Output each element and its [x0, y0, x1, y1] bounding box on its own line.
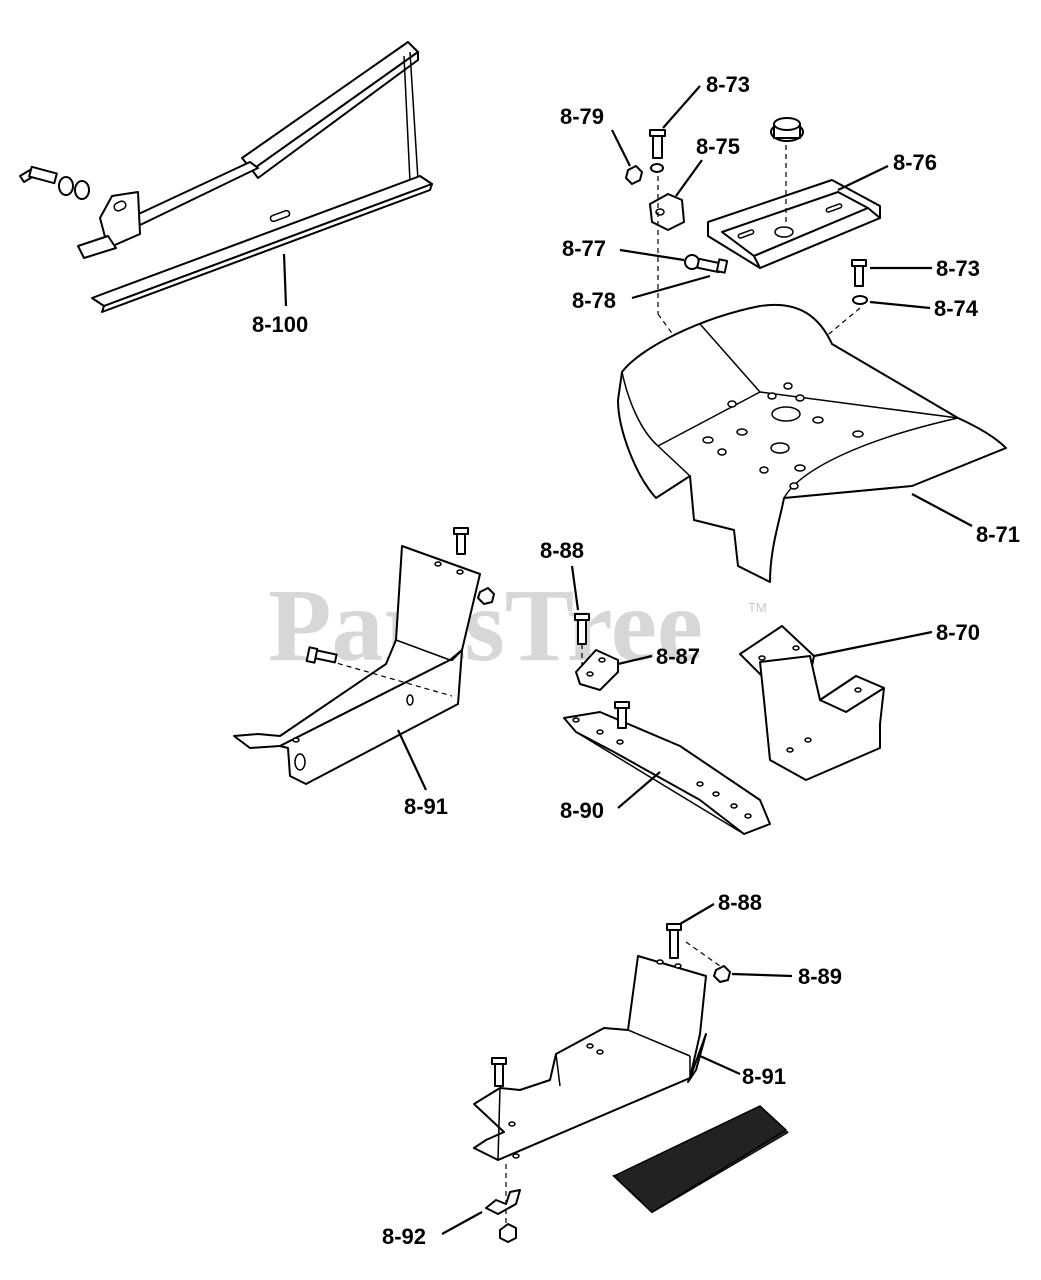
part-8-91-footrest-left: [233, 545, 481, 785]
label-8-89: 8-89: [798, 964, 842, 989]
leader-8-90: [617, 771, 661, 809]
label-8-91-bottom: 8-91: [742, 1064, 786, 1089]
label-8-91-left: 8-91: [404, 794, 448, 819]
part-8-100-frame-rail: [19, 41, 433, 313]
leader-8-78: [631, 274, 711, 300]
part-bolt-91-side: [305, 646, 338, 664]
label-8-77: 8-77: [562, 236, 606, 261]
leader-8-75: [675, 159, 703, 197]
label-8-88-mid: 8-88: [540, 538, 584, 563]
leader-8-100: [282, 253, 288, 307]
leader-8-91-bottom: [699, 1054, 741, 1076]
leader-8-71: [911, 493, 973, 527]
leader-8-88-bottom: [679, 903, 715, 925]
label-8-88-bottom: 8-88: [718, 890, 762, 915]
label-8-90: 8-90: [560, 798, 604, 823]
part-8-89-nut: [713, 965, 731, 983]
leader-8-88-mid: [570, 565, 580, 611]
part-8-90-bar: [563, 711, 771, 835]
label-8-70: 8-70: [936, 620, 980, 645]
leader-8-87: [617, 654, 653, 666]
part-bolt-91-bottom: [491, 1057, 507, 1087]
label-8-73-top: 8-73: [706, 72, 750, 97]
leader-8-79: [611, 129, 631, 167]
leader-8-89: [731, 972, 793, 978]
part-seat-bumper: [770, 117, 804, 142]
leader-8-70: [813, 630, 933, 658]
label-8-73-right: 8-73: [936, 256, 980, 281]
part-8-75-bracket: [649, 193, 685, 231]
label-8-78: 8-78: [572, 288, 616, 313]
part-8-70-bracket: [739, 625, 885, 781]
part-8-78-bolt: [696, 257, 729, 274]
part-nut-92: [499, 1223, 517, 1243]
part-8-73-bolt-right: [851, 259, 867, 287]
leader-8-92: [441, 1211, 483, 1235]
label-8-87: 8-87: [656, 644, 700, 669]
label-8-79: 8-79: [560, 104, 604, 129]
part-8-79-nut: [625, 165, 643, 185]
leader-8-76: [837, 165, 889, 191]
part-bolt-90: [614, 701, 630, 729]
leader-8-77: [619, 248, 685, 262]
part-8-71-fender: [617, 303, 1007, 583]
part-8-76-seat-plate: [707, 145, 881, 269]
part-8-92-clip: [485, 1189, 521, 1215]
leader-8-73-top: [662, 85, 701, 129]
leader-8-74: [869, 300, 931, 310]
part-8-74-washer: [852, 295, 868, 305]
label-8-71: 8-71: [976, 522, 1020, 547]
part-8-91-footrest-bottom: [473, 955, 707, 1161]
part-foot-mat: [612, 1105, 789, 1214]
label-8-100: 8-100: [252, 312, 308, 337]
label-8-76: 8-76: [893, 150, 937, 175]
assembly-line-6: [685, 941, 721, 967]
watermark-trademark: TM: [748, 600, 767, 615]
watermark-text: PartsTree: [268, 568, 703, 683]
part-8-87-clip: [575, 649, 619, 691]
leader-8-91-left: [397, 729, 427, 791]
label-8-75: 8-75: [696, 134, 740, 159]
label-8-92: 8-92: [382, 1224, 426, 1249]
label-8-74: 8-74: [934, 296, 979, 321]
part-8-88-bolt-bottom: [666, 923, 682, 959]
part-nut-91: [477, 587, 495, 605]
part-bolt-91-top: [453, 527, 469, 555]
part-8-73-bolt-top: [649, 129, 666, 173]
